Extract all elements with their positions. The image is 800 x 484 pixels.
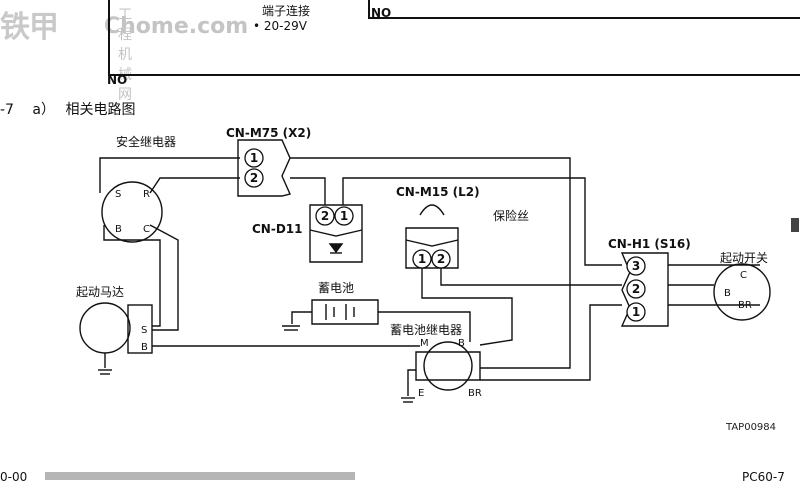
- cn-m15-label: CN-M15 (L2): [396, 185, 480, 199]
- spec-table-frame: [108, 0, 800, 76]
- starter-terminal-s: S: [141, 325, 147, 336]
- pin-label: 3: [632, 259, 640, 273]
- pin-label: 2: [437, 252, 445, 266]
- cn-m75-label: CN-M75 (X2): [226, 126, 311, 140]
- table-divider: [368, 0, 370, 18]
- battery-box: [311, 299, 379, 325]
- start-switch-symbol: [713, 263, 771, 321]
- battery-relay-terminal-m: M: [420, 338, 429, 349]
- figure-title: 相关电路图: [65, 102, 136, 118]
- cn-h1-pin-3: [626, 256, 646, 276]
- footer-right: PC60-7: [742, 470, 785, 484]
- cn-h1-label: CN-H1 (S16): [608, 237, 691, 251]
- footer-bar: [45, 472, 355, 480]
- terminal-connection-label: 端子连接: [262, 4, 311, 18]
- safety-relay-terminal-s: S: [115, 189, 121, 200]
- switch-terminal-br: BR: [738, 300, 752, 311]
- battery-label: 蓄电池: [318, 281, 354, 295]
- starter-terminal-b: B: [141, 342, 148, 353]
- no-label-bottom: NO: [107, 73, 128, 87]
- fuse-label: 保险丝: [493, 208, 529, 223]
- switch-terminal-b: B: [724, 288, 731, 299]
- cn-m75-connector: [237, 139, 291, 197]
- figure-code: TAP00984: [725, 422, 776, 433]
- cn-m15-pin-2: [431, 249, 451, 269]
- cn-m75-pin-2: [244, 168, 264, 188]
- cn-m15-connector: [405, 227, 459, 269]
- cn-m75-pin-1: [244, 148, 264, 168]
- footer-left: 0-00: [0, 470, 28, 484]
- cn-h1-pin-2: [626, 279, 646, 299]
- watermark-brand: 铁甲: [0, 10, 59, 45]
- pin-label: 2: [321, 209, 329, 223]
- safety-relay-terminal-r: R: [143, 189, 150, 200]
- table-row-line: [368, 17, 800, 19]
- cn-h1-pin-1: [626, 302, 646, 322]
- safety-relay-terminal-c: C: [143, 224, 150, 235]
- starter-motor-symbol: [79, 302, 131, 354]
- battery-relay-symbol: [423, 341, 473, 391]
- cn-m15-pin-1: [412, 249, 432, 269]
- voltage-value: • 20-29V: [253, 19, 307, 33]
- battery-relay-terminal-e: E: [418, 388, 424, 399]
- start-switch-label: 起动开关: [720, 251, 768, 265]
- cn-d11-label: CN-D11: [252, 222, 303, 236]
- figure-section: a）: [32, 102, 56, 118]
- switch-terminal-c: C: [740, 270, 747, 281]
- cn-d11-connector: [309, 204, 363, 263]
- safety-relay-terminal-b: B: [115, 224, 122, 235]
- figure-heading: -7 a） 相关电路图: [0, 99, 135, 119]
- battery-relay-terminal-br: BR: [468, 388, 482, 399]
- starter-motor-terminal-block: [127, 304, 153, 354]
- cn-d11-pin-2: [315, 206, 335, 226]
- pin-label: 1: [632, 305, 640, 319]
- safety-relay-symbol: [101, 181, 163, 243]
- no-label-top: NO: [371, 6, 392, 20]
- pin-label: 2: [632, 282, 640, 296]
- page-edge-marker: [791, 218, 799, 232]
- starter-motor-label: 起动马达: [76, 285, 124, 299]
- fuse-cap: [419, 204, 445, 216]
- safety-relay-label: 安全继电器: [116, 134, 176, 149]
- pin-label: 2: [250, 171, 258, 185]
- pin-label: 1: [250, 151, 258, 165]
- battery-relay-label: 蓄电池继电器: [390, 323, 462, 337]
- pin-label: 1: [418, 252, 426, 266]
- watermark-domain: Chome.com: [104, 14, 249, 39]
- battery-relay-terminal-b: B: [458, 338, 465, 349]
- figure-number: -7: [0, 102, 14, 118]
- cn-d11-pin-1: [334, 206, 354, 226]
- pin-label: 1: [340, 209, 348, 223]
